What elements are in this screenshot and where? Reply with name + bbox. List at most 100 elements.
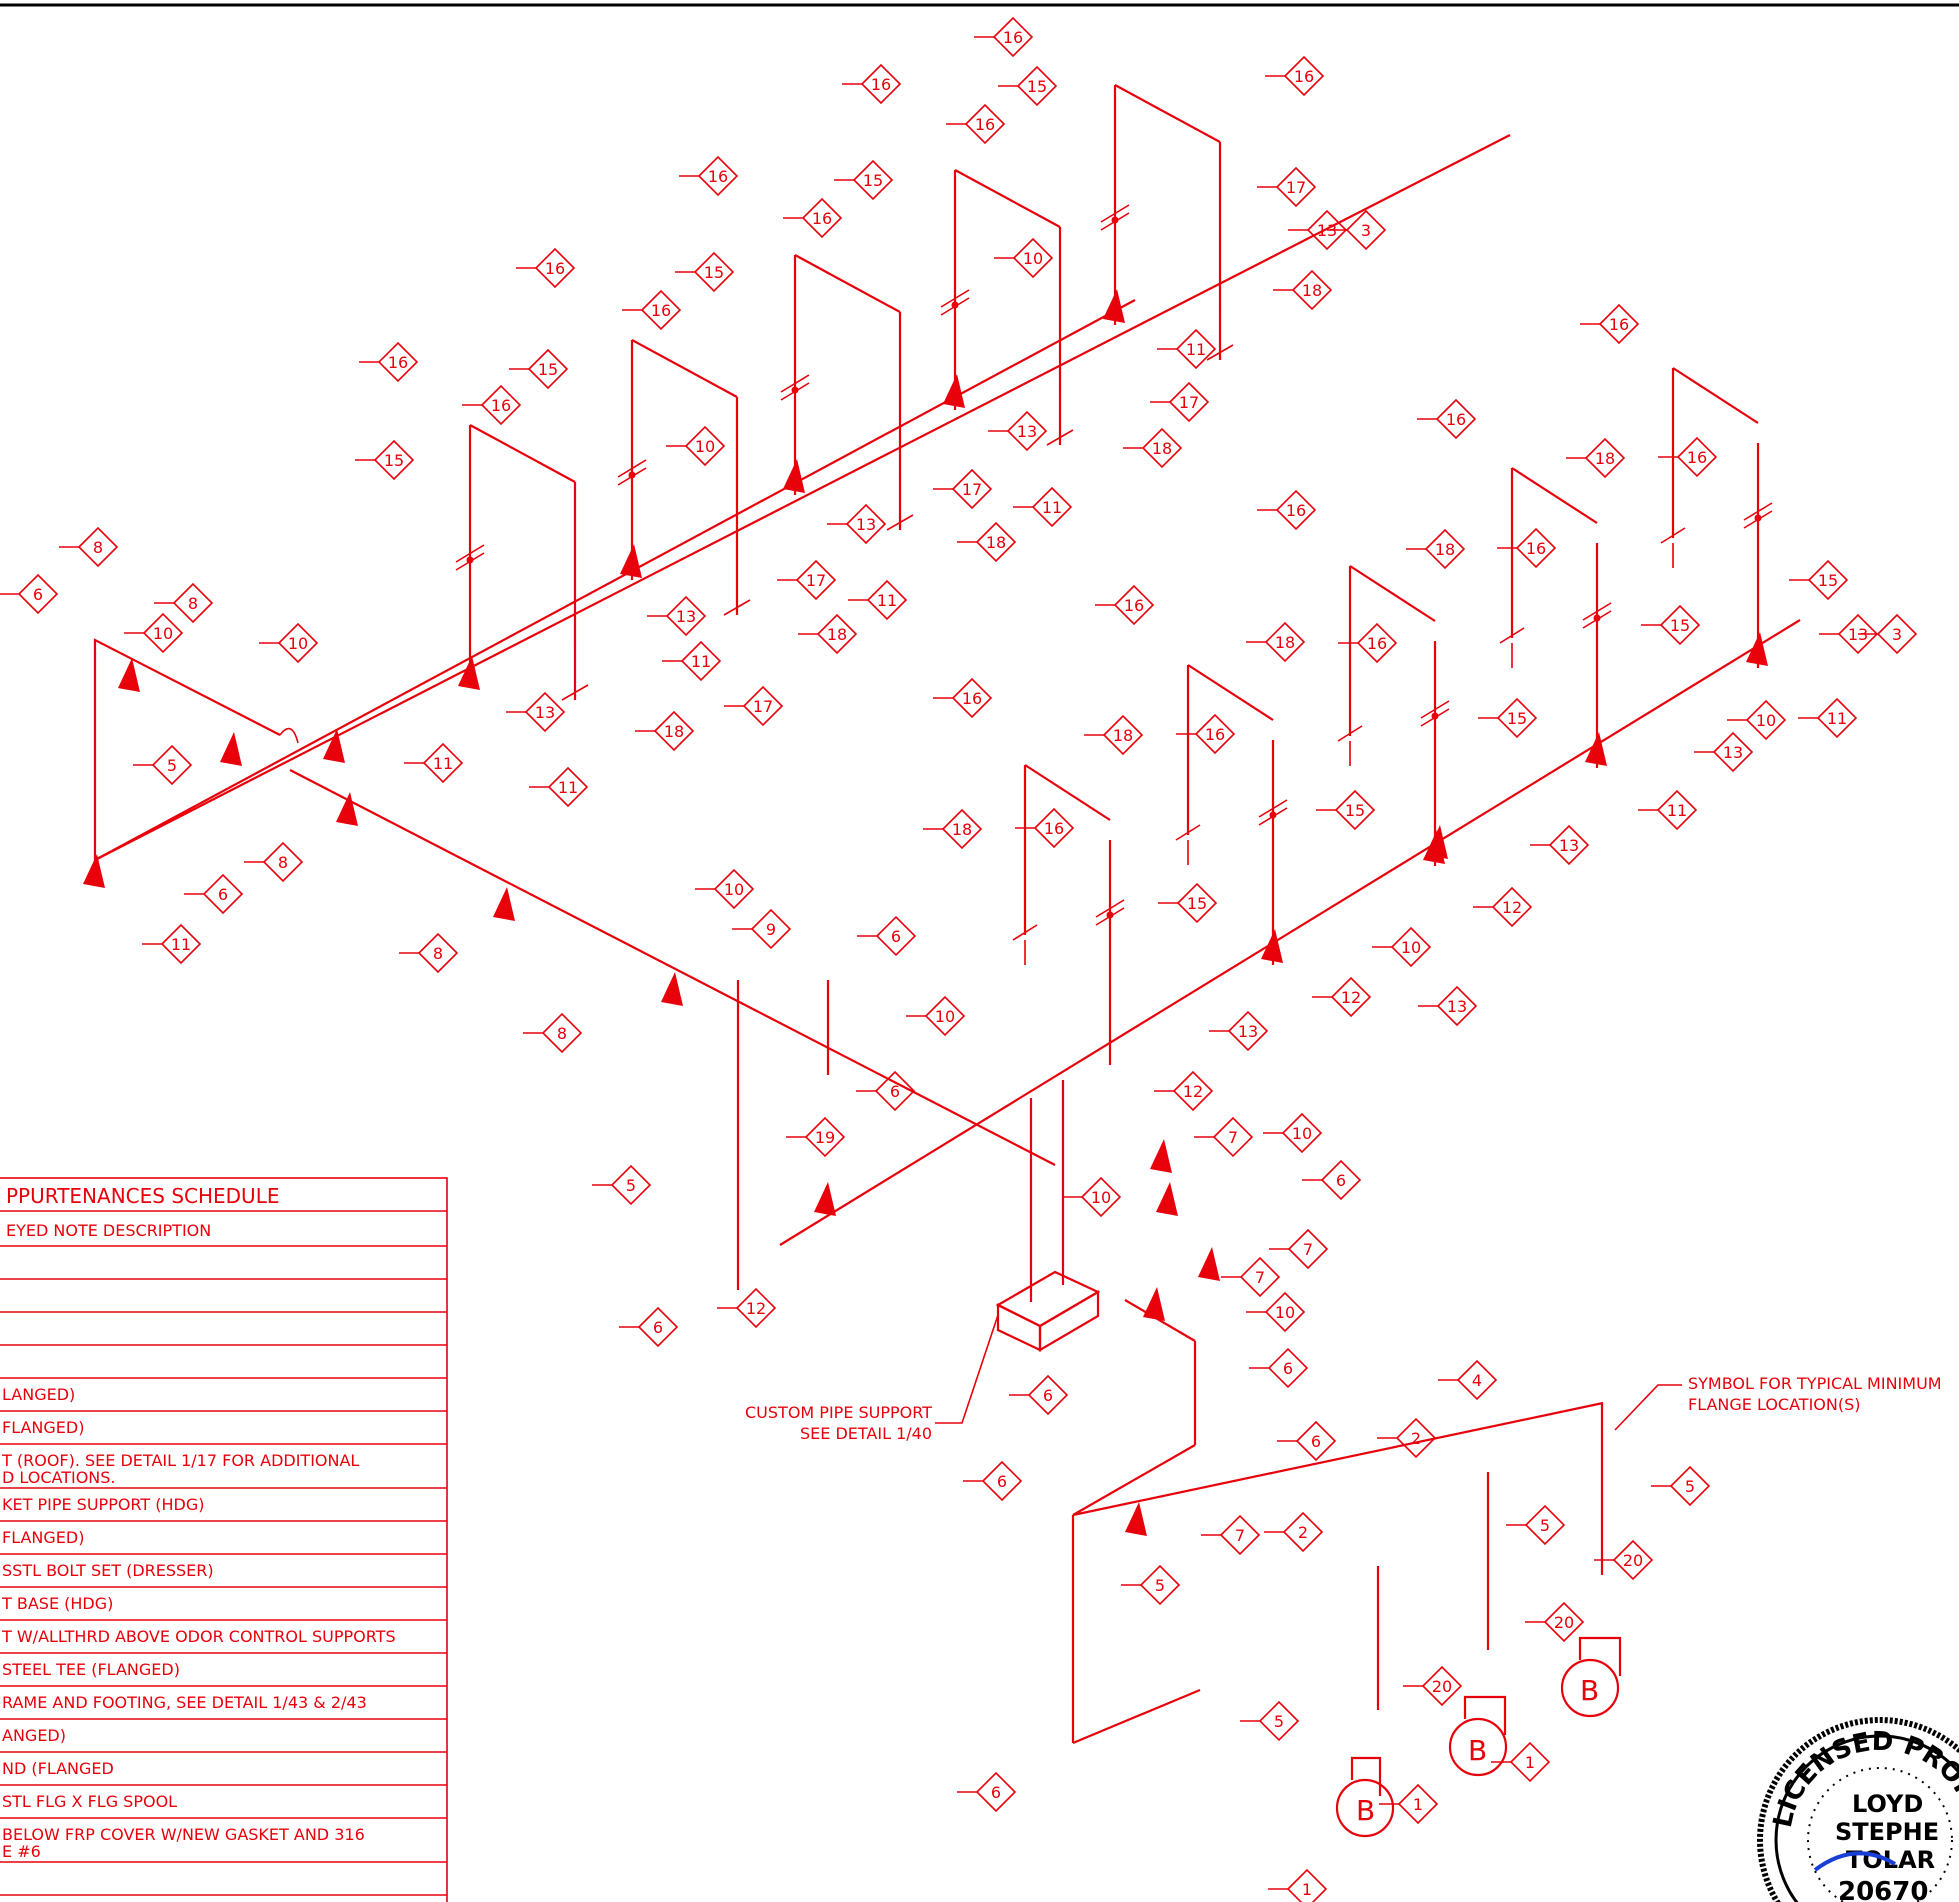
- keyed-note-number: 6: [890, 1082, 900, 1101]
- keyed-note-tag: 13: [1209, 1010, 1269, 1052]
- schedule-row: ANGED): [2, 1726, 66, 1745]
- keyed-note-number: 12: [746, 1299, 766, 1318]
- keyed-note-number: 17: [806, 571, 826, 590]
- keyed-note-number: 6: [1311, 1432, 1321, 1451]
- schedule-row: FLANGED): [2, 1418, 84, 1437]
- keyed-note-tag: 17: [777, 559, 837, 601]
- keyed-note-tag: 13: [1530, 824, 1590, 866]
- keyed-note-number: 16: [1609, 315, 1629, 334]
- keyed-note-tag: 13: [1694, 731, 1754, 773]
- keyed-note-tag: 16: [783, 197, 843, 239]
- custom-pipe-support-base: [995, 1270, 1101, 1328]
- keyed-note-tag: 18: [923, 808, 983, 850]
- keyed-note-number: 11: [877, 591, 897, 610]
- flange-marker: [336, 792, 358, 826]
- keyed-note-number: 10: [1275, 1303, 1295, 1322]
- schedule-row-text: STEEL TEE (FLANGED): [2, 1660, 180, 1679]
- schedule-row-text: D LOCATIONS.: [2, 1468, 116, 1487]
- keyed-note-number: 11: [1827, 709, 1847, 728]
- keyed-note-tag: 11: [142, 923, 202, 965]
- keyed-note-number: 10: [724, 880, 744, 899]
- schedule-row: T BASE (HDG): [1, 1594, 113, 1613]
- keyed-note-number: 15: [1187, 894, 1207, 913]
- keyed-note-number: 18: [1302, 281, 1322, 300]
- keyed-note-number: 20: [1623, 1551, 1643, 1570]
- keyed-note-number: 2: [1411, 1429, 1421, 1448]
- keyed-note-tag: 16: [462, 384, 522, 426]
- flange-marker: [814, 1182, 836, 1216]
- keyed-note-number: 5: [1685, 1477, 1695, 1496]
- keyed-note-tag: 12: [1312, 976, 1372, 1018]
- keyed-note-number: 11: [171, 935, 191, 954]
- keyed-note-number: 5: [167, 756, 177, 775]
- keyed-note-tag: 6: [963, 1460, 1023, 1502]
- keyed-note-number: 10: [695, 437, 715, 456]
- flange-marker: [1143, 1287, 1165, 1321]
- keyed-note-number: 18: [1113, 726, 1133, 745]
- keyed-note-tag: 19: [786, 1116, 846, 1158]
- keyed-note-tag: 6: [1277, 1420, 1337, 1462]
- keyed-note-number: 15: [1345, 801, 1365, 820]
- keyed-note-tag: 6: [0, 573, 59, 615]
- keyed-note-number: 15: [863, 171, 883, 190]
- keyed-note-number: 13: [676, 607, 696, 626]
- keyed-note-number: 11: [433, 754, 453, 773]
- keyed-note-number: 3: [1892, 625, 1902, 644]
- keyed-note-tag: 16: [1095, 584, 1155, 626]
- keyed-note-tag: 11: [404, 742, 464, 784]
- keyed-note-tag: 10: [666, 425, 726, 467]
- keyed-note-tag: 18: [1123, 427, 1183, 469]
- keyed-note-number: 1: [1525, 1753, 1535, 1772]
- keyed-note-tag: 17: [1150, 381, 1210, 423]
- keyed-note-number: 5: [1155, 1576, 1165, 1595]
- keyed-note-tag: 7: [1201, 1514, 1261, 1556]
- keyed-note-number: 16: [975, 115, 995, 134]
- keyed-note-tag: 7: [1221, 1256, 1281, 1298]
- keyed-note-tag: 10: [1372, 926, 1432, 968]
- keyed-note-number: 12: [1341, 988, 1361, 1007]
- schedule-row: RAME AND FOOTING, SEE DETAIL 1/43 & 2/43: [2, 1693, 367, 1712]
- flange-symbol-callout: SYMBOL FOR TYPICAL MINIMUM FLANGE LOCATI…: [1614, 1374, 1942, 1431]
- flange-marker: [1125, 1502, 1147, 1536]
- keyed-note-tag: 15: [1158, 882, 1218, 924]
- keyed-note-number: 18: [1152, 439, 1172, 458]
- keyed-note-tag: 10: [1246, 1291, 1306, 1333]
- keyed-note-number: 7: [1255, 1268, 1265, 1287]
- keyed-note-tag: 10: [906, 995, 966, 1037]
- keyed-note-tag: 1: [1268, 1868, 1328, 1902]
- keyed-note-number: 15: [1507, 709, 1527, 728]
- keyed-note-tag: 15: [355, 439, 415, 481]
- keyed-note-tag: 8: [59, 526, 119, 568]
- keyed-note-tag: 17: [724, 685, 784, 727]
- keyed-note-tag: 15: [1478, 697, 1538, 739]
- keyed-note-number: 16: [1687, 448, 1707, 467]
- keyed-note-number: 6: [1283, 1359, 1293, 1378]
- keyed-note-tag: 15: [675, 251, 735, 293]
- keyed-note-tag: 6: [857, 915, 917, 957]
- keyed-note-number: 12: [1183, 1082, 1203, 1101]
- keyed-note-number: 16: [1526, 539, 1546, 558]
- custom-support-callout: CUSTOM PIPE SUPPORT SEE DETAIL 1/40: [745, 1314, 999, 1443]
- flange-marker: [220, 732, 242, 766]
- keyed-note-tag: 13: [1418, 985, 1478, 1027]
- keyed-note-number: 16: [651, 301, 671, 320]
- keyed-note-tag: 16: [946, 103, 1006, 145]
- keyed-note-tag: 11: [1798, 697, 1858, 739]
- keyed-note-tag: 17: [1257, 166, 1317, 208]
- keyed-note-number: 10: [1023, 249, 1043, 268]
- flange-marker: [118, 658, 140, 692]
- keyed-note-number: 15: [1818, 571, 1838, 590]
- keyed-note-tag: 5: [1121, 1564, 1181, 1606]
- keyed-note-number: 18: [1275, 633, 1295, 652]
- flange-marker: [458, 656, 480, 690]
- schedule-row-text: KET PIPE SUPPORT (HDG): [2, 1495, 204, 1514]
- keyed-note-tag: 18: [635, 710, 695, 752]
- keyed-note-number: 13: [1723, 743, 1743, 762]
- schedule-row-text: BELOW FRP COVER W/NEW GASKET AND 316: [2, 1825, 365, 1844]
- schedule-row-text: ND (FLANGED: [2, 1759, 114, 1778]
- keyed-note-number: 17: [1286, 178, 1306, 197]
- keyed-note-number: 18: [827, 625, 847, 644]
- keyed-note-number: 6: [991, 1783, 1001, 1802]
